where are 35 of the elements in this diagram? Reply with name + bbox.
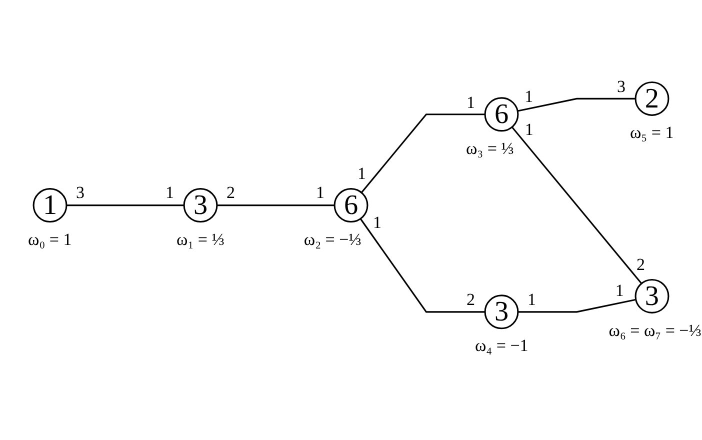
edge-end-label: 3 — [76, 184, 84, 204]
weight-equation: ω₅ = 1 — [630, 124, 674, 143]
weight-equation: ω₁ = ⅓ — [176, 230, 224, 250]
edge-end-label: 1 — [524, 88, 534, 106]
edge-end-label: 1 — [316, 184, 325, 204]
edge-end-label: 2 — [636, 256, 646, 275]
edge-line — [216, 204, 335, 206]
edge-end-label: 1 — [357, 165, 366, 184]
weight-equation: ω₆ = ω₇ = −⅓ — [608, 322, 702, 340]
weight-equation: ω₃ = ⅓ — [466, 140, 514, 158]
edge-end-label: 2 — [466, 291, 476, 310]
edge-end-label: 1 — [524, 121, 534, 140]
weight-equation: ω₄ = −1 — [474, 337, 528, 356]
edge-end-label: 1 — [166, 184, 174, 204]
edge-line — [518, 298, 636, 312]
edge-line — [360, 218, 486, 312]
edge-line — [66, 204, 184, 206]
edge-end-label: 2 — [226, 184, 235, 204]
edge-line — [517, 98, 636, 112]
circle-node: 3 — [183, 188, 218, 222]
edge-end-label: 1 — [373, 214, 382, 233]
weight-equation: ω₀ = 1 — [28, 230, 72, 250]
weight-equation: ω₂ = −⅓ — [304, 230, 362, 250]
circle-node: 2 — [634, 81, 670, 116]
circle-node: 3 — [484, 294, 519, 329]
edge-end-label: 1 — [527, 291, 536, 310]
edge-end-label: 1 — [466, 94, 476, 112]
circle-node: 6 — [484, 96, 519, 132]
circle-node: 3 — [634, 278, 670, 314]
circle-node: 1 — [32, 188, 68, 222]
edge-end-label: 3 — [617, 78, 626, 97]
edge-line — [511, 126, 642, 284]
edge-end-label: 1 — [615, 282, 624, 301]
edge-line — [360, 113, 486, 193]
circle-node: 6 — [334, 188, 368, 222]
